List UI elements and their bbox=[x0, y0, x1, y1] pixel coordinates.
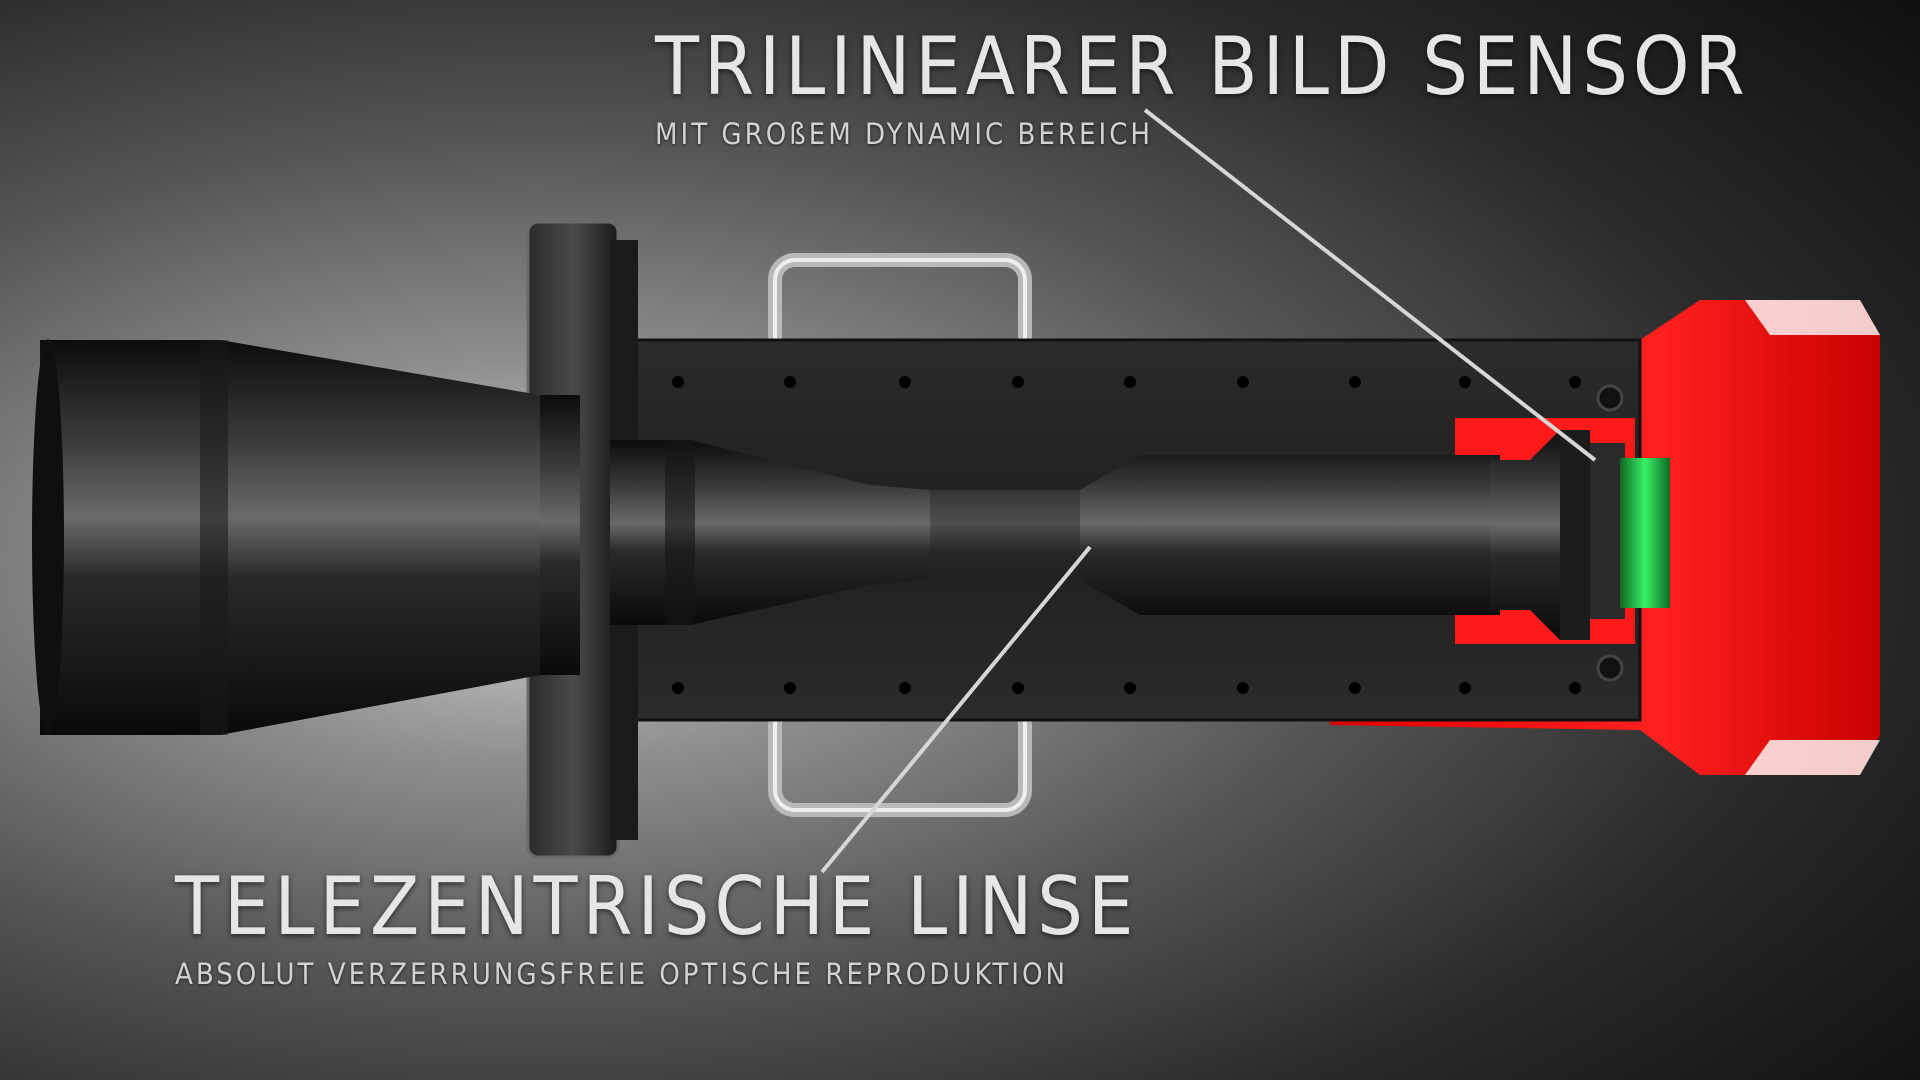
sensor-subtitle: MIT GROßEM DYNAMIC BEREICH bbox=[655, 117, 1154, 151]
sensor-title: TRILINEARER BILD SENSOR bbox=[655, 20, 1750, 113]
lens-callout-line bbox=[820, 545, 1092, 874]
lens-subtitle: ABSOLUT VERZERRUNGSFREIE OPTISCHE REPROD… bbox=[175, 957, 1069, 991]
telecentric-lens bbox=[32, 339, 1590, 735]
sensor-callout-line bbox=[1143, 108, 1597, 462]
lens-title: TELEZENTRISCHE LINSE bbox=[175, 860, 1139, 953]
sensor-board bbox=[1620, 458, 1670, 608]
